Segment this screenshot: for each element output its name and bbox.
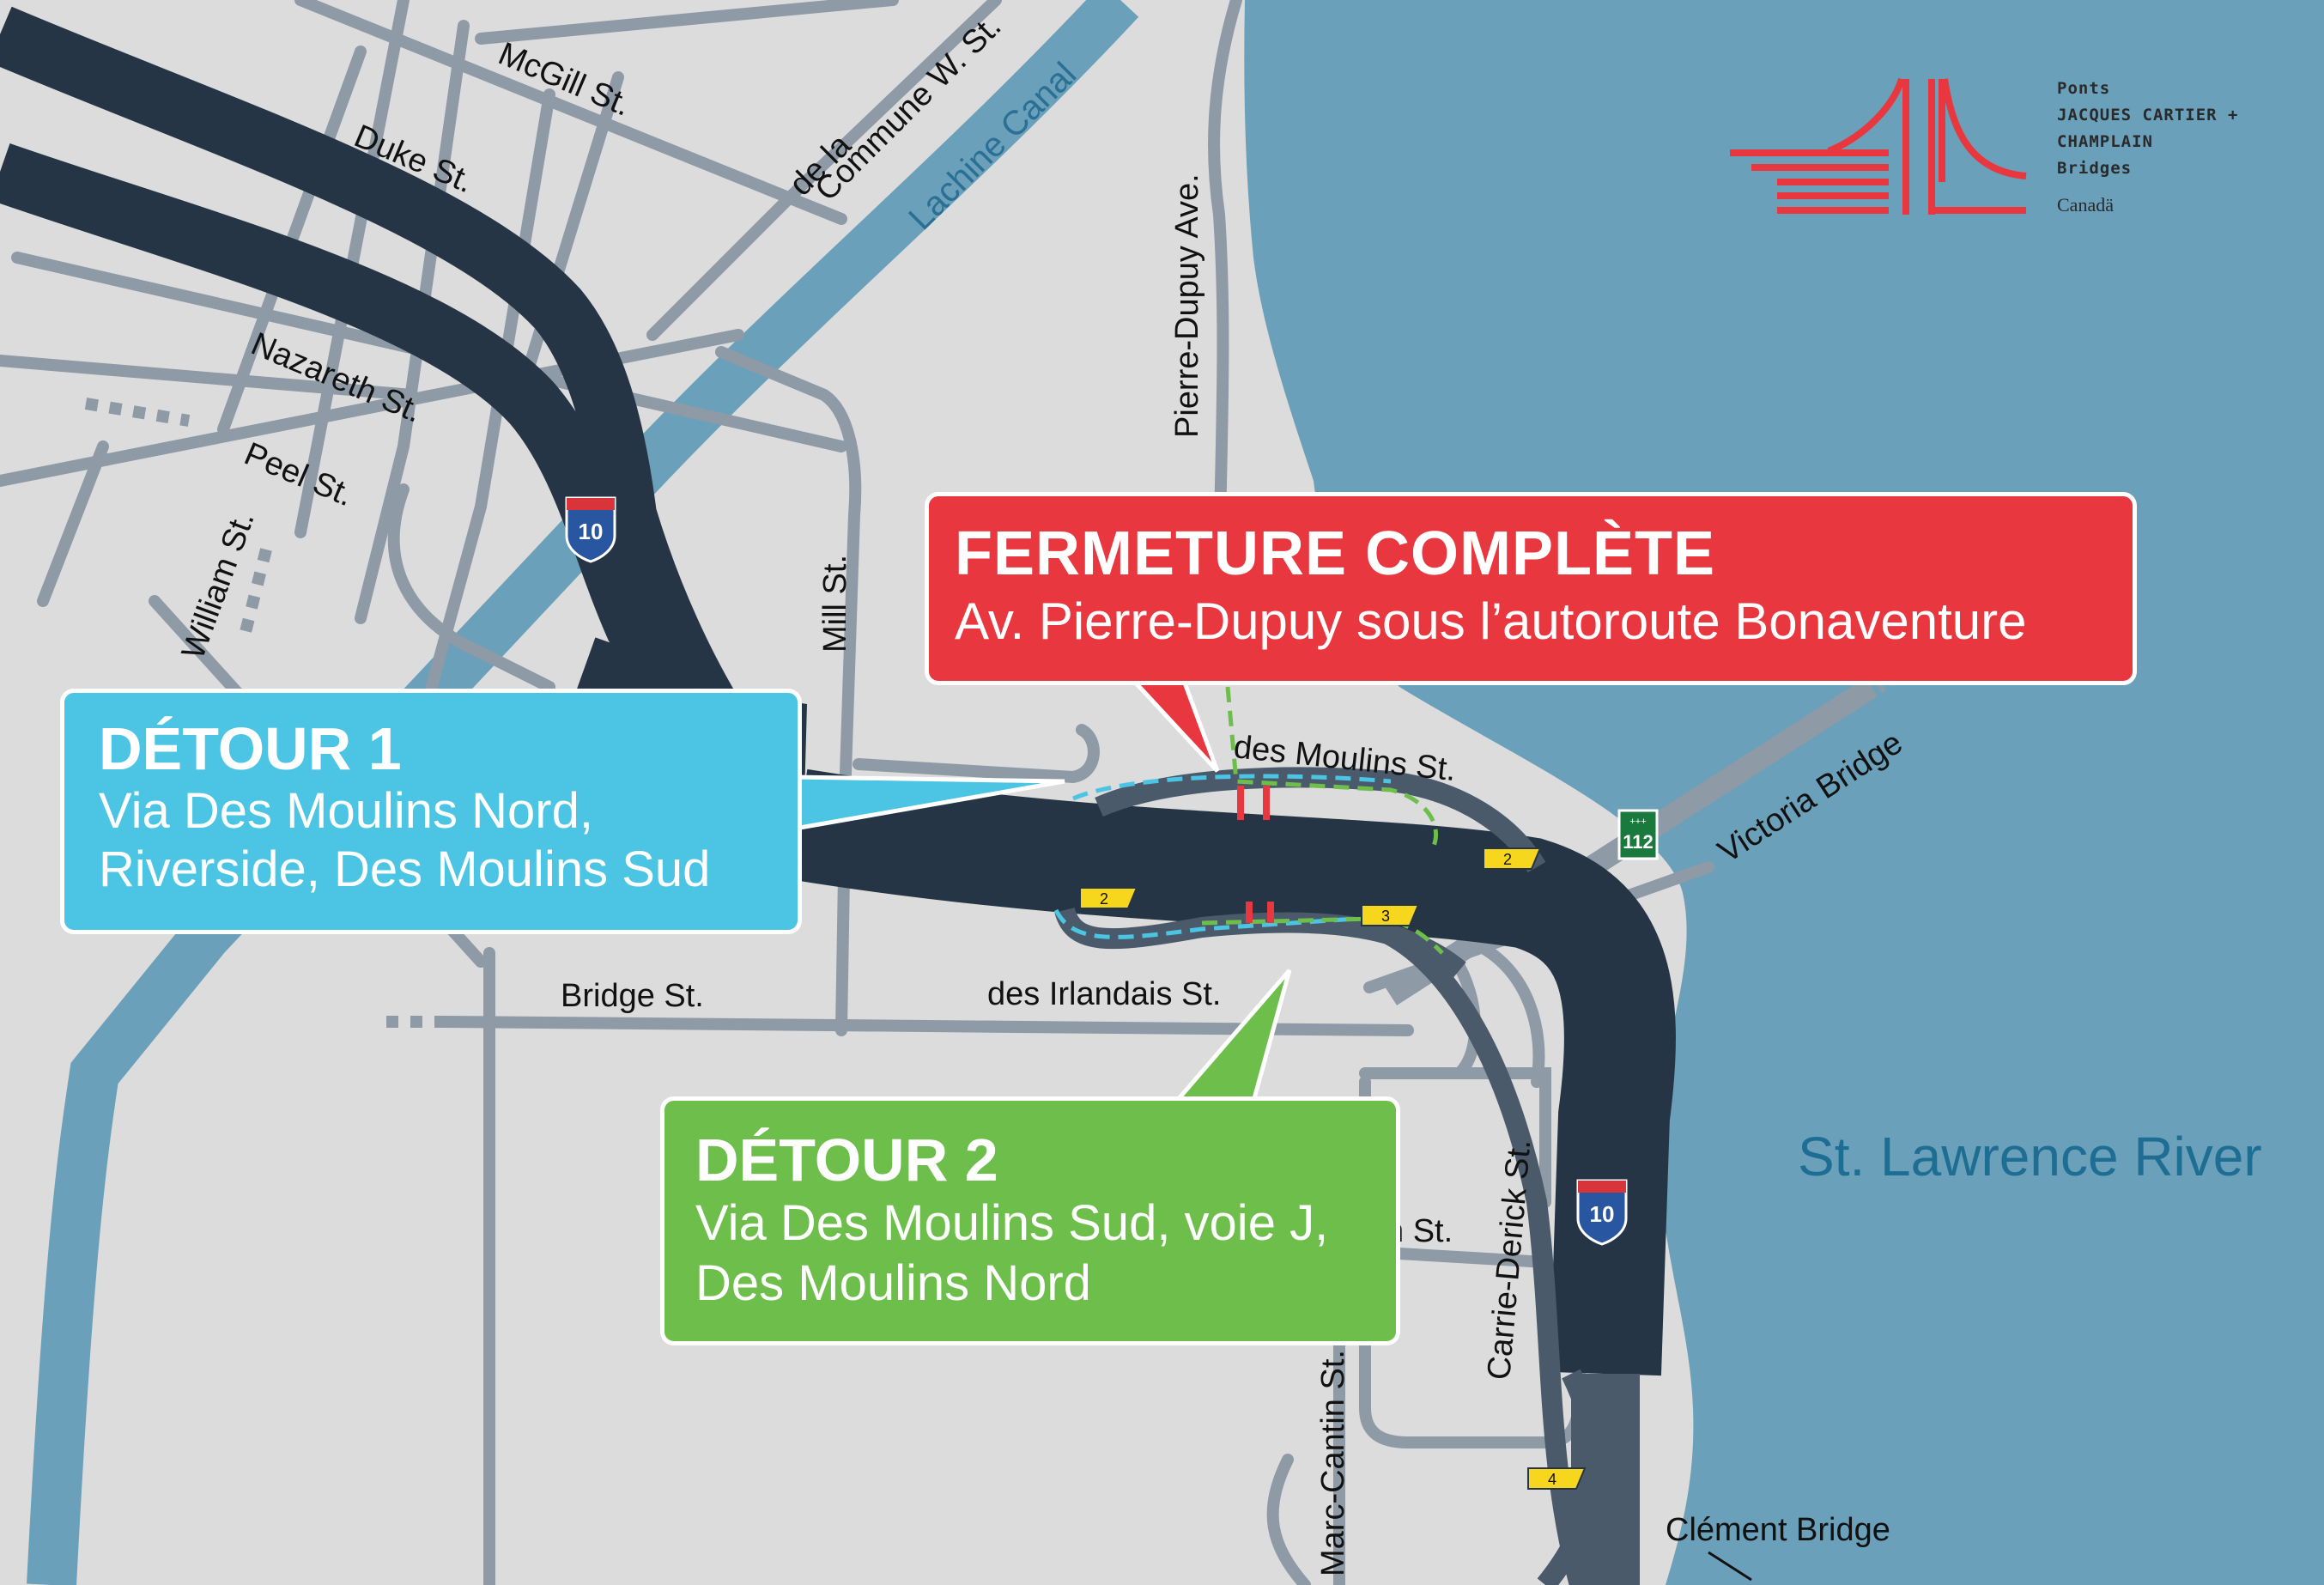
detour-1-title: DÉTOUR 1	[99, 715, 402, 782]
svg-text:+++: +++	[1629, 817, 1646, 827]
logo-line2: JACQUES CARTIER +	[2057, 106, 2239, 124]
logo-line3: CHAMPLAIN	[2057, 132, 2153, 151]
label-st-lawrence-river: St. Lawrence River	[1798, 1126, 2262, 1187]
highway-10-shield-top-label: 10	[579, 519, 604, 544]
logo-line1: Ponts	[2057, 79, 2111, 98]
closure-callout: FERMETURE COMPLÈTE Av. Pierre-Dupuy sous…	[925, 492, 2137, 685]
closure-markers	[1237, 786, 1274, 923]
exit-3-shield: 3	[1361, 904, 1420, 926]
label-clement-bridge: Clément Bridge	[1666, 1512, 1890, 1548]
road-dashed-william	[239, 548, 272, 637]
detour-1-callout: DÉTOUR 1 Via Des Moulins Nord, Riverside…	[60, 689, 802, 934]
label-william: William St.	[175, 507, 262, 664]
exit-4-shield: 4	[1527, 1467, 1587, 1490]
bridges-logo-text: Ponts JACQUES CARTIER + CHAMPLAIN Bridge…	[2057, 76, 2238, 182]
label-pierre-dupuy: Pierre-Dupuy Ave.	[1169, 173, 1205, 438]
detour-1-route	[1053, 774, 1392, 939]
exit-4-shield-label: 4	[1548, 1471, 1556, 1488]
st-lawrence-river	[1244, 0, 2324, 1585]
detour-2-line2: Des Moulins Nord	[695, 1255, 1091, 1311]
closure-title: FERMETURE COMPLÈTE	[955, 519, 1716, 588]
closure-line1: Av. Pierre-Dupuy sous l’autoroute Bonave…	[955, 592, 2027, 650]
detour-1-line1: Via Des Moulins Nord,	[99, 783, 593, 839]
route-112-shield-label: 112	[1623, 831, 1653, 853]
exit-3-shield-label: 3	[1381, 908, 1390, 925]
label-des-irlandais: des Irlandais St.	[987, 976, 1221, 1012]
clement-bridge-leader	[1708, 1551, 1752, 1582]
detour-2-callout: DÉTOUR 2 Via Des Moulins Sud, voie J, De…	[660, 1096, 1400, 1345]
detour-1-line2: Riverside, Des Moulins Sud	[99, 841, 711, 897]
exit-2-left-shield: 2	[1079, 887, 1138, 909]
label-marc-cantin: Marc-Cantin St.	[1315, 1350, 1351, 1576]
route-112-shield: +++ 112	[1617, 809, 1659, 860]
highway-10-shield-bottom-label: 10	[1590, 1201, 1615, 1227]
exit-2-left-shield-label: 2	[1100, 890, 1108, 908]
label-bridge-st: Bridge St.	[561, 978, 704, 1014]
detour-2-title: DÉTOUR 2	[695, 1127, 998, 1193]
label-peel: Peel St.	[239, 436, 358, 514]
label-mill: Mill St.	[817, 555, 853, 653]
highway-10-shield-top: 10	[565, 496, 616, 563]
closure-tail	[1126, 676, 1220, 773]
road-dashed-west	[84, 398, 191, 427]
bridges-logo-icon	[1730, 77, 2027, 215]
canada-wordmark: Canadä	[2057, 194, 2114, 216]
exit-2-right-shield-label: 2	[1503, 851, 1512, 868]
detour-2-line1: Via Des Moulins Sud, voie J,	[695, 1195, 1329, 1251]
logo-line4: Bridges	[2057, 159, 2133, 178]
highway-10-shield-bottom: 10	[1576, 1179, 1628, 1246]
exit-2-right-shield: 2	[1483, 847, 1542, 870]
